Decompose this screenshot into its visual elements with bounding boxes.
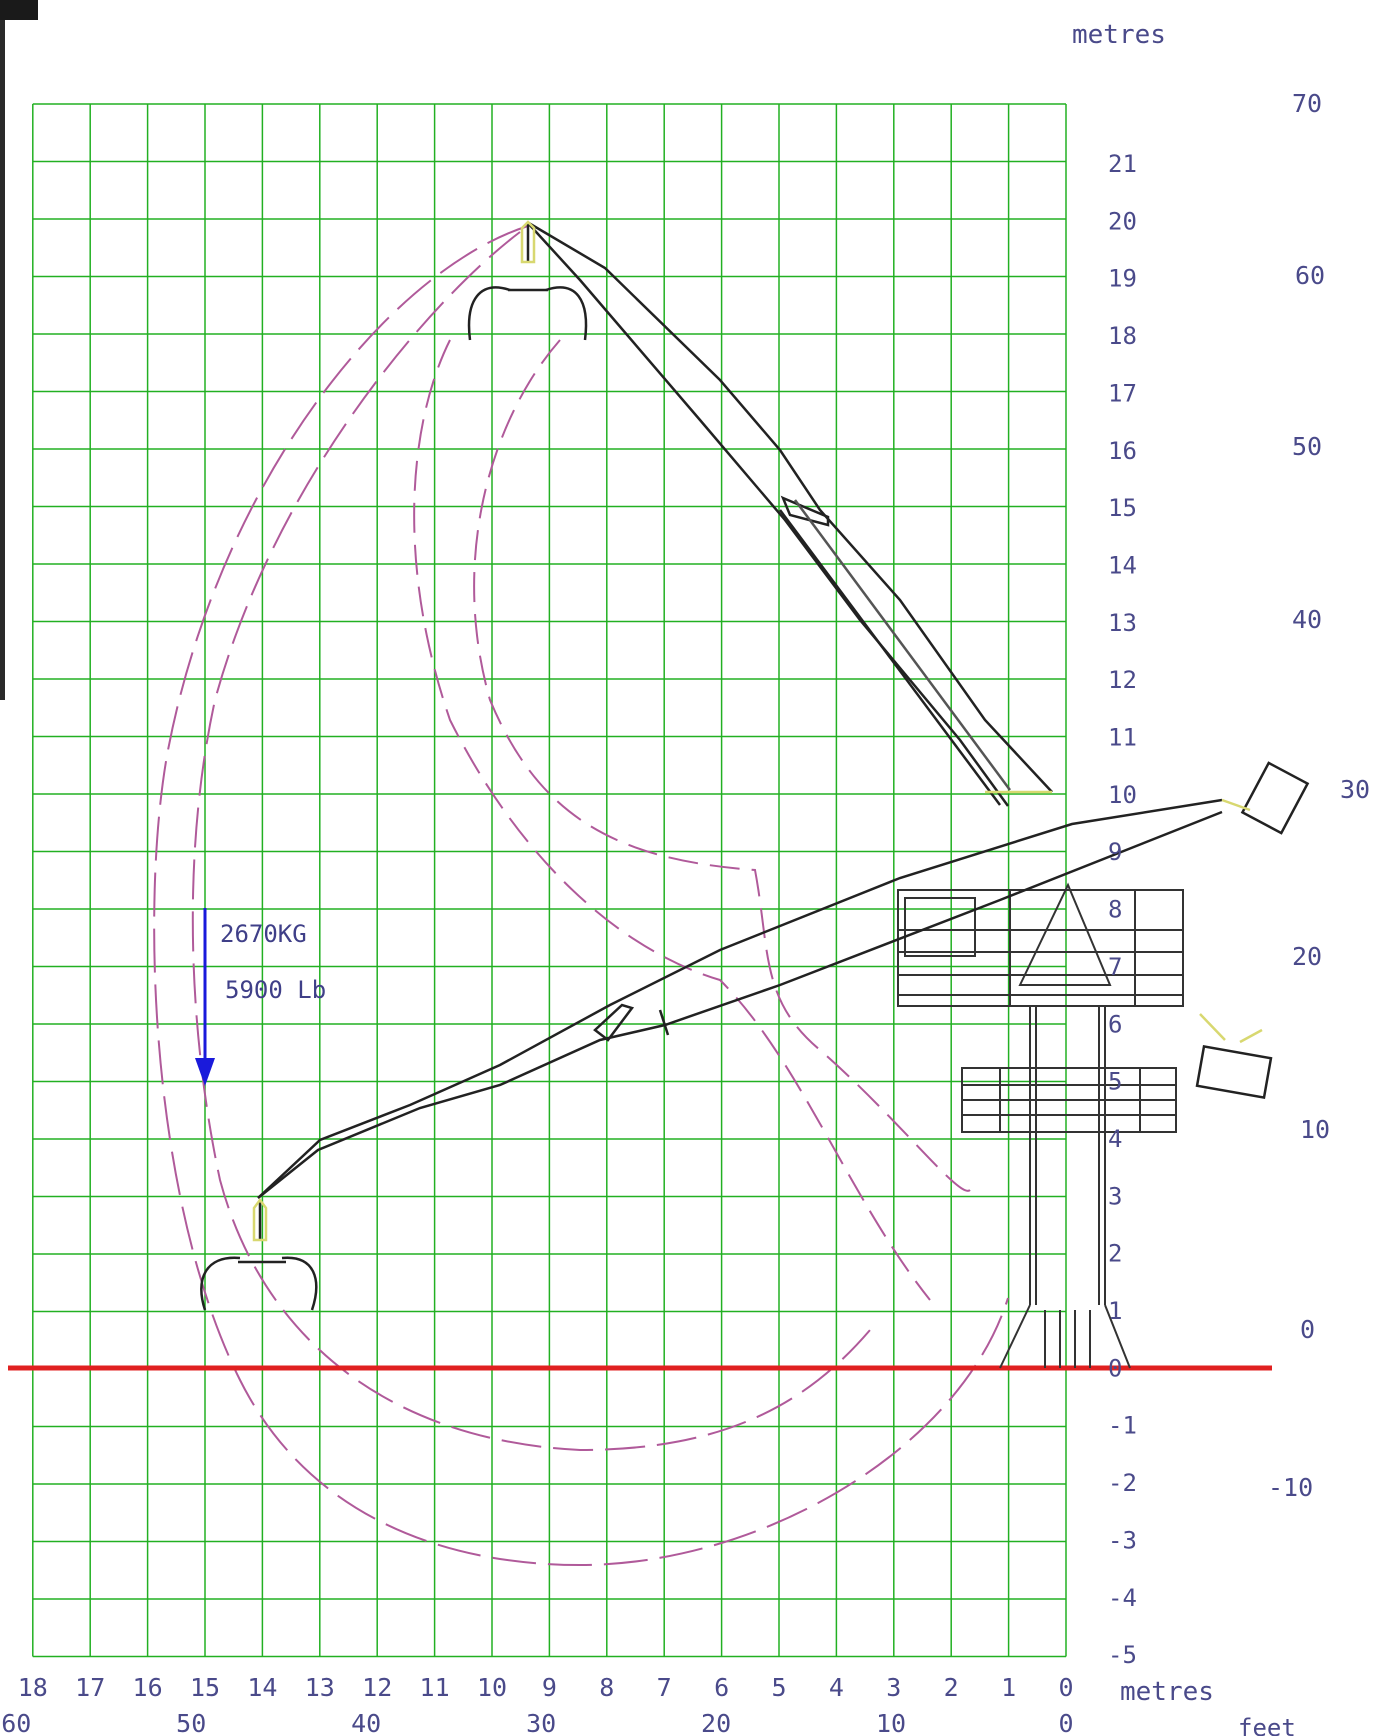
inner-reach-envelope bbox=[191, 231, 871, 1452]
raised-boom bbox=[526, 220, 1053, 807]
metres-vertical-tick: 15 bbox=[1108, 494, 1137, 522]
load-arrow-icon bbox=[195, 1058, 215, 1086]
metres-vertical-tick: 13 bbox=[1108, 609, 1137, 637]
feet-horizontal-tick: 20 bbox=[701, 1709, 731, 1736]
metres-vertical-axis: 2120191817161514131211109876543210-1-2-3… bbox=[1108, 150, 1137, 1669]
reach-envelopes bbox=[153, 225, 1009, 1567]
outstretched-boom bbox=[257, 798, 1251, 1199]
grid bbox=[32, 103, 1067, 1658]
metres-horizontal-tick: 17 bbox=[75, 1673, 105, 1702]
metres-vertical-tick: -3 bbox=[1108, 1526, 1137, 1554]
metres-vertical-tick: 14 bbox=[1108, 551, 1137, 579]
feet-vertical-tick: 70 bbox=[1292, 89, 1322, 118]
metres-horizontal-tick: 4 bbox=[829, 1673, 844, 1702]
lowered-grab bbox=[200, 1197, 318, 1311]
upper-platform bbox=[897, 889, 1184, 1007]
inner-curve-right bbox=[473, 339, 971, 1192]
metres-horizontal-tick: 16 bbox=[133, 1673, 163, 1702]
feet-vertical-tick: -10 bbox=[1268, 1473, 1313, 1502]
feet-vertical-tick: 50 bbox=[1292, 432, 1322, 461]
metres-horizontal-tick: 18 bbox=[18, 1673, 48, 1702]
metres-vertical-tick: 8 bbox=[1108, 896, 1122, 924]
metres-horizontal-tick: 2 bbox=[944, 1673, 959, 1702]
feet-horizontal-tick: 40 bbox=[351, 1709, 381, 1736]
metres-vertical-tick: 2 bbox=[1108, 1240, 1122, 1268]
metres-vertical-tick: 9 bbox=[1108, 838, 1122, 866]
feet-vertical-tick: 0 bbox=[1300, 1315, 1315, 1344]
metres-vertical-tick: 18 bbox=[1108, 322, 1137, 350]
feet-vertical-axis: 70 60 50 40 30 20 10 0 -10 bbox=[1268, 89, 1370, 1502]
load-indicator: 2670KG 5900 Lb bbox=[195, 908, 326, 1086]
outer-reach-envelope bbox=[153, 225, 1009, 1567]
metres-horizontal-tick: 7 bbox=[657, 1673, 672, 1702]
metres-vertical-tick: 16 bbox=[1108, 437, 1137, 465]
metres-bottom-label: metres bbox=[1120, 1677, 1214, 1707]
metres-top-label: metres bbox=[1072, 20, 1166, 50]
feet-vertical-tick: 30 bbox=[1340, 775, 1370, 804]
feet-vertical-tick: 10 bbox=[1300, 1115, 1330, 1144]
metres-vertical-tick: 21 bbox=[1108, 150, 1137, 178]
metres-vertical-tick: 17 bbox=[1108, 379, 1137, 407]
inner-curve-left bbox=[413, 339, 931, 1301]
metres-vertical-tick: 5 bbox=[1108, 1068, 1122, 1096]
feet-vertical-tick: 60 bbox=[1295, 261, 1325, 290]
feet-vertical-tick: 40 bbox=[1292, 605, 1322, 634]
metres-horizontal-tick: 11 bbox=[420, 1673, 450, 1702]
metres-vertical-tick: 11 bbox=[1108, 724, 1137, 752]
feet-bottom-label: feet bbox=[1238, 1714, 1296, 1736]
metres-vertical-tick: 12 bbox=[1108, 666, 1137, 694]
metres-horizontal-tick: 0 bbox=[1058, 1673, 1073, 1702]
metres-vertical-tick: 7 bbox=[1108, 953, 1122, 981]
feet-vertical-tick: 20 bbox=[1292, 942, 1322, 971]
load-lb-label: 5900 Lb bbox=[225, 976, 326, 1004]
metres-vertical-tick: -2 bbox=[1108, 1469, 1137, 1497]
metres-vertical-tick: 3 bbox=[1108, 1182, 1122, 1210]
metres-vertical-tick: 1 bbox=[1108, 1297, 1122, 1325]
raised-grab bbox=[467, 220, 588, 341]
feet-horizontal-tick: 0 bbox=[1058, 1709, 1073, 1736]
metres-horizontal-tick: 3 bbox=[886, 1673, 901, 1702]
metres-vertical-tick: 6 bbox=[1108, 1010, 1122, 1038]
metres-horizontal-tick: 5 bbox=[771, 1673, 786, 1702]
metres-vertical-tick: 0 bbox=[1108, 1354, 1122, 1382]
feet-horizontal-tick: 30 bbox=[526, 1709, 556, 1736]
metres-horizontal-tick: 9 bbox=[542, 1673, 557, 1702]
metres-vertical-tick: -1 bbox=[1108, 1412, 1137, 1440]
metres-vertical-tick: -4 bbox=[1108, 1584, 1137, 1612]
metres-vertical-tick: 19 bbox=[1108, 265, 1137, 293]
metres-horizontal-tick: 1 bbox=[1001, 1673, 1016, 1702]
metres-vertical-tick: 10 bbox=[1108, 781, 1137, 809]
crane-pedestal bbox=[897, 882, 1184, 1369]
operator-cab bbox=[904, 897, 976, 957]
feet-horizontal-tick: 60 bbox=[1, 1709, 31, 1736]
load-kg-label: 2670KG bbox=[220, 920, 307, 948]
feet-horizontal-tick: 50 bbox=[176, 1709, 206, 1736]
feet-horizontal-axis: 60 50 40 30 20 10 0 bbox=[1, 1709, 1073, 1736]
metres-vertical-tick: 20 bbox=[1108, 207, 1137, 235]
left-edge-strip bbox=[0, 20, 5, 700]
metres-horizontal-tick: 15 bbox=[190, 1673, 220, 1702]
metres-horizontal-tick: 12 bbox=[362, 1673, 392, 1702]
metres-vertical-tick: -5 bbox=[1108, 1641, 1137, 1669]
metres-horizontal-tick: 13 bbox=[305, 1673, 335, 1702]
slewed-grab bbox=[1195, 761, 1310, 1100]
metres-horizontal-tick: 10 bbox=[477, 1673, 507, 1702]
metres-horizontal-tick: 14 bbox=[247, 1673, 277, 1702]
metres-horizontal-tick: 8 bbox=[599, 1673, 614, 1702]
metres-horizontal-tick: 6 bbox=[714, 1673, 729, 1702]
metres-vertical-tick: 4 bbox=[1108, 1125, 1122, 1153]
feet-horizontal-tick: 10 bbox=[876, 1709, 906, 1736]
corner-mark bbox=[0, 0, 38, 20]
